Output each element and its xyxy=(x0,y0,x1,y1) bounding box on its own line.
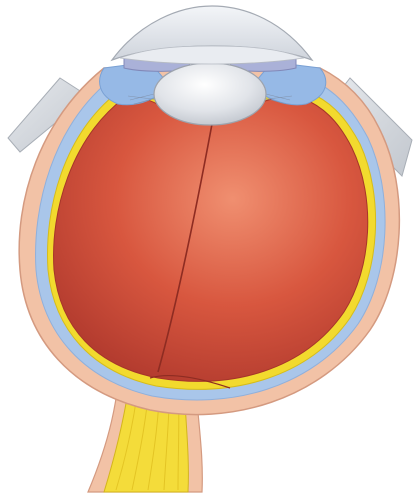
vitreous-body xyxy=(54,97,368,382)
lens xyxy=(154,63,266,125)
